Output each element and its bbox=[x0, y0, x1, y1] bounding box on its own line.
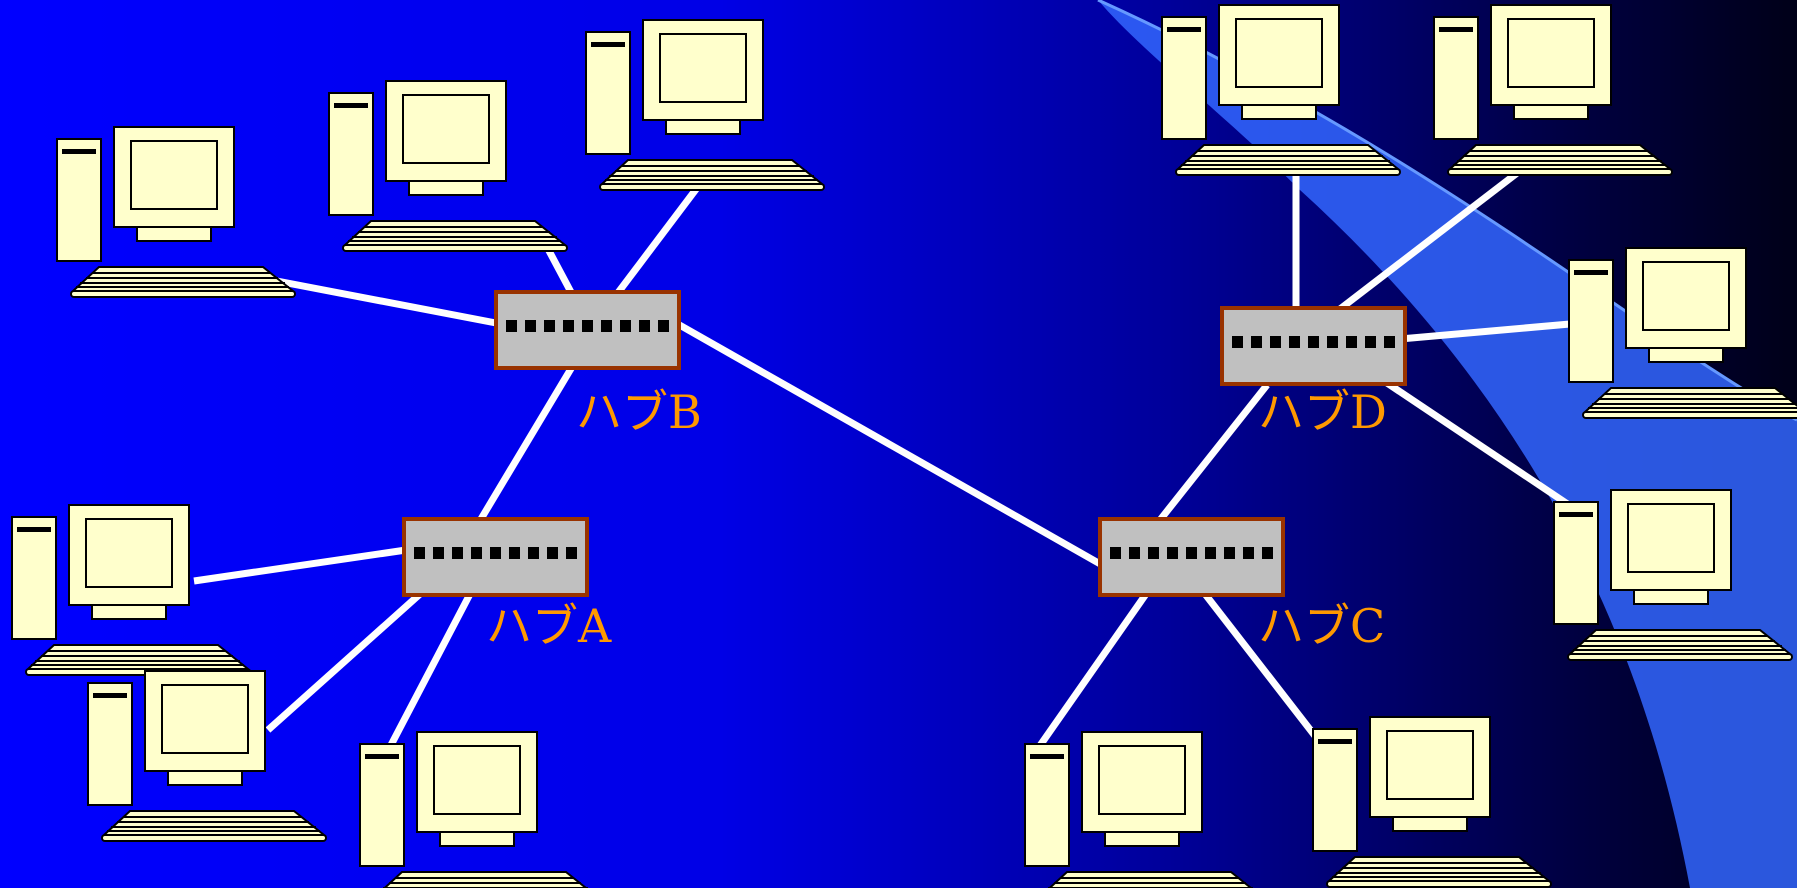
computer-icon bbox=[585, 19, 825, 191]
link-hub-b-pc bbox=[614, 169, 712, 297]
computer-icon bbox=[1312, 716, 1552, 888]
hub-d-label: ハブD bbox=[1258, 385, 1387, 439]
computer-icon bbox=[56, 126, 296, 298]
hub-c-label: ハブC bbox=[1258, 599, 1385, 653]
hub-a-label: ハブA bbox=[486, 599, 612, 653]
link-hub-d-pc bbox=[1399, 320, 1571, 343]
computer-icon bbox=[1433, 4, 1673, 176]
hub-b-icon bbox=[494, 290, 681, 370]
hub-b-label: ハブB bbox=[576, 385, 702, 439]
link-hub-a-pc bbox=[193, 546, 407, 585]
computer-icon bbox=[1161, 4, 1401, 176]
computer-icon bbox=[11, 504, 251, 676]
background-swoosh bbox=[1098, 0, 1797, 888]
computer-icon bbox=[1024, 731, 1264, 888]
link-hub-b-hub-c bbox=[674, 319, 1104, 569]
link-hub-a-pc bbox=[386, 592, 474, 749]
link-hub-a-hub-b bbox=[477, 365, 576, 521]
computer-icon bbox=[87, 670, 327, 842]
link-hub-c-hub-d bbox=[1157, 382, 1270, 523]
hub-d-icon bbox=[1220, 306, 1407, 386]
link-hub-b-pc bbox=[255, 273, 497, 327]
link-hub-d-pc bbox=[1337, 154, 1541, 312]
computer-icon bbox=[359, 731, 599, 888]
link-hub-c-pc bbox=[1036, 591, 1149, 750]
link-hub-c-pc bbox=[1202, 591, 1325, 748]
link-hub-a-pc bbox=[265, 591, 423, 733]
hub-c-icon bbox=[1098, 517, 1285, 597]
hub-a-icon bbox=[402, 517, 589, 597]
computer-icon bbox=[328, 80, 568, 252]
link-hub-d-pc bbox=[1382, 378, 1571, 508]
network-links bbox=[193, 154, 1571, 750]
